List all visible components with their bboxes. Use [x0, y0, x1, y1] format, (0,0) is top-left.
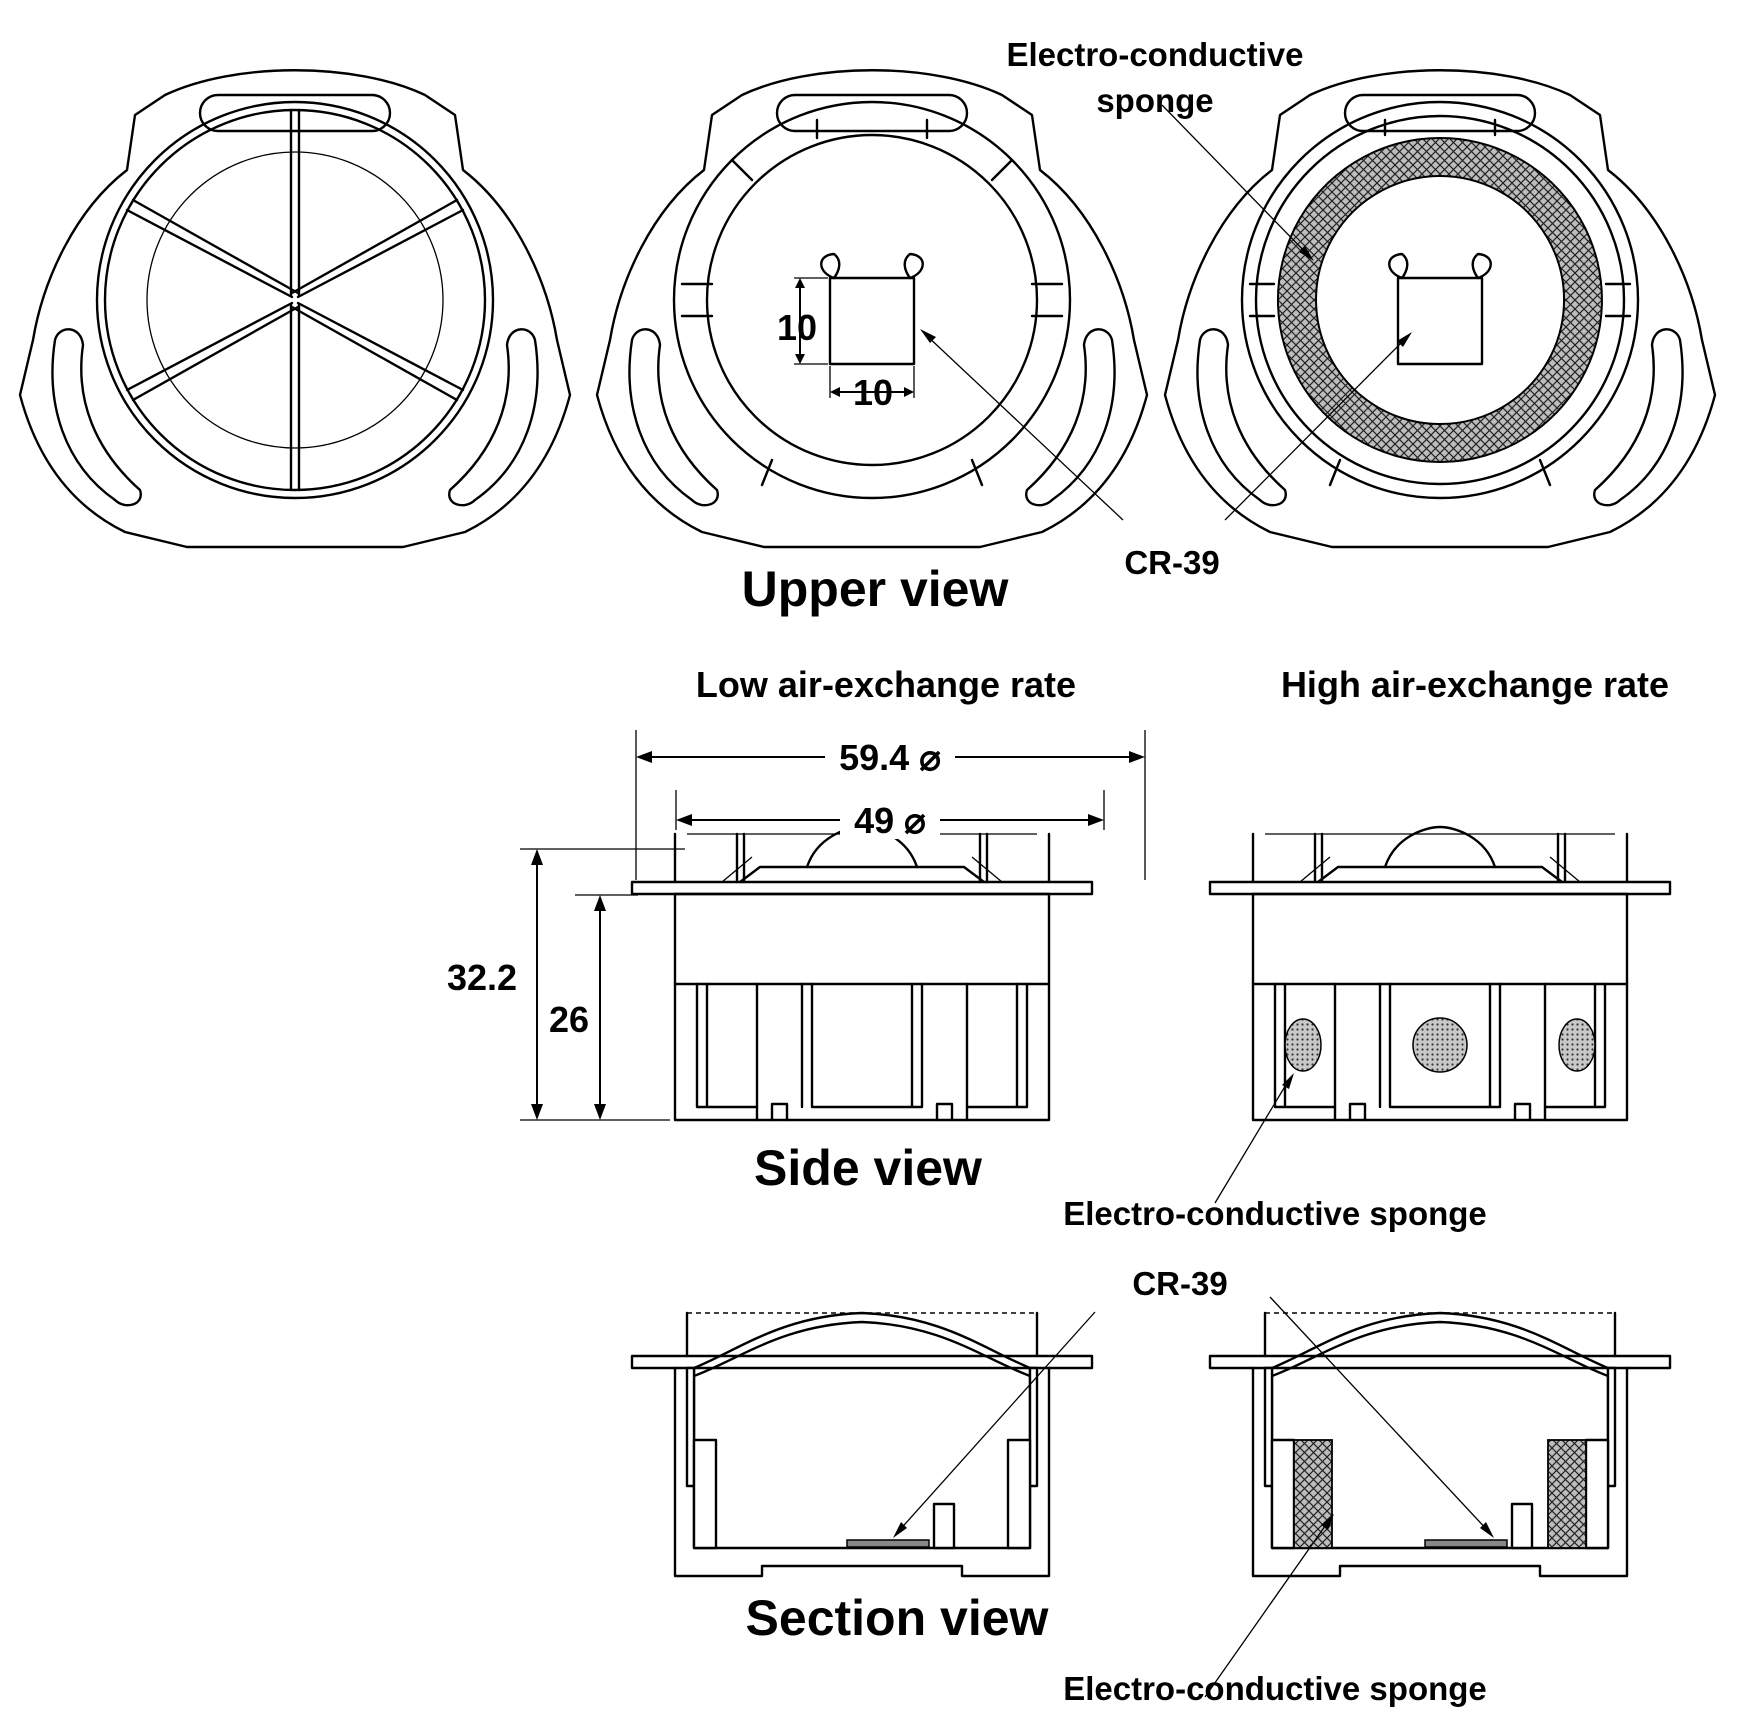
section-view-high-rate — [1208, 1311, 1672, 1578]
sponge-window-right — [1558, 1018, 1596, 1072]
upper-view-title: Upper view — [742, 561, 1009, 617]
side-view-high-rate — [1208, 825, 1672, 1122]
section-view-title: Section view — [746, 1590, 1049, 1646]
cr39-chip-section — [846, 1539, 930, 1548]
section-view-low-rate — [630, 1311, 1094, 1578]
sponge-window-left — [1284, 1018, 1322, 1072]
sponge-top-label-line2: sponge — [1096, 82, 1213, 119]
sponge-left-section — [1293, 1439, 1333, 1549]
side-view-title: Side view — [754, 1140, 982, 1196]
cr39-chip-section — [1424, 1539, 1508, 1548]
cr39-top-label: CR-39 — [1124, 544, 1219, 581]
sponge-right-section — [1547, 1439, 1587, 1549]
outer-diameter-dim: 59.4 ⌀ — [839, 737, 941, 778]
sponge-window-center — [1412, 1017, 1468, 1073]
sponge-section-label: Electro-conductive sponge — [1063, 1670, 1487, 1707]
total-height-dim: 32.2 — [447, 957, 517, 998]
sponge-side-label: Electro-conductive sponge — [1063, 1195, 1487, 1232]
upper-view-high-rate — [1163, 69, 1717, 549]
cr39-chip — [828, 276, 916, 366]
cr39-width-dim: 10 — [853, 372, 893, 413]
high-rate-title: High air-exchange rate — [1281, 664, 1669, 705]
sponge-top-label-line1: Electro-conductive — [1006, 36, 1303, 73]
cr39-height-dim: 10 — [777, 307, 817, 348]
sponge-ring — [1276, 137, 1603, 463]
side-view-low-rate — [630, 825, 1094, 1122]
side-dimensions — [520, 730, 1146, 1121]
low-rate-title: Low air-exchange rate — [696, 664, 1076, 705]
cr39-chip — [1396, 276, 1484, 366]
upper-view-cap — [18, 69, 572, 549]
upper-view-low-rate — [595, 69, 1149, 549]
cr39-section-label: CR-39 — [1132, 1265, 1227, 1302]
inner-diameter-dim: 49 ⌀ — [854, 800, 926, 841]
body-height-dim: 26 — [549, 999, 589, 1040]
